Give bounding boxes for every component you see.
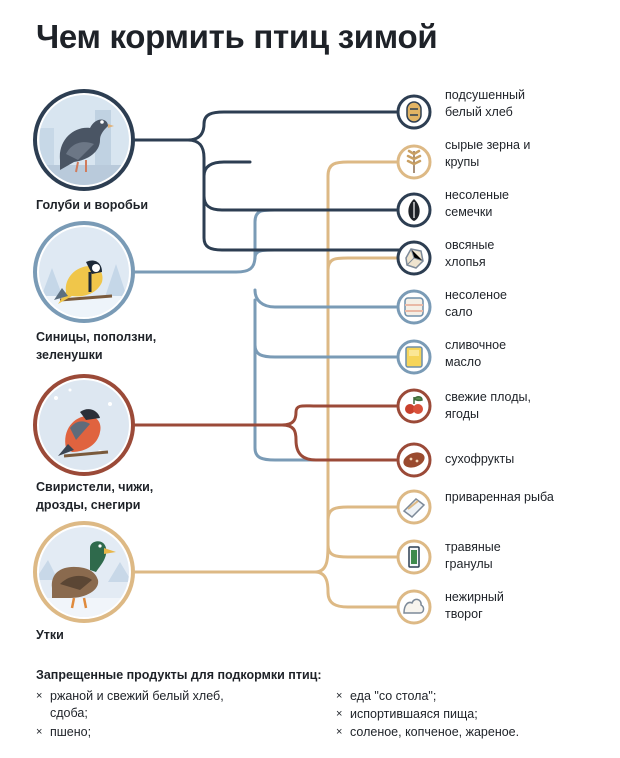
food-label-seeds: несоленые семечки (445, 188, 510, 219)
duck-connections (127, 160, 410, 609)
food-label-dried: сухофрукты (445, 452, 515, 466)
page-title: Чем кормить птиц зимой (36, 18, 438, 55)
sunflower-seed-icon (396, 192, 432, 228)
wheat-icon (396, 144, 432, 180)
bird-label-pigeon: Голуби и воробьи (36, 198, 149, 212)
food-label-bread: подсушенный белый хлеб (445, 88, 525, 119)
food-label-berries: свежие плоды, ягоды (445, 390, 531, 421)
forbidden-item: ×пшено; (36, 725, 92, 739)
forbidden-item: ×ржаной и свежий белый хлеб, сдоба; (36, 689, 224, 720)
butter-icon (396, 339, 432, 375)
pigeon-connections (127, 110, 410, 252)
forbidden-title: Запрещенные продукты для подкормки птиц: (36, 668, 322, 682)
forbidden-item: ×соленое, копченое, жареное. (336, 725, 520, 739)
bird-label-bullfinch: Свиристели, чижи, дрозды, снегири (36, 480, 154, 512)
forbidden-item: ×еда "со стола"; (336, 689, 437, 703)
berries-icon (396, 388, 432, 424)
duck-illustration (33, 521, 135, 623)
oat-flakes-icon (396, 240, 432, 276)
bullfinch-illustration (33, 374, 135, 476)
food-label-grain: сырые зерна и крупы (445, 138, 531, 169)
bullfinch-connections (127, 404, 410, 462)
forbidden-item: ×испортившаяся пища; (336, 707, 478, 721)
lard-icon (396, 289, 432, 325)
pellets-icon (396, 539, 432, 575)
food-label-pellets: травяные гранулы (445, 540, 501, 571)
bread-icon (396, 94, 432, 130)
food-label-butter: сливочное масло (445, 338, 507, 369)
fish-icon (396, 489, 432, 525)
tit-illustration (33, 221, 135, 323)
pigeon-illustration (33, 89, 135, 191)
dried-fruit-icon (396, 442, 432, 478)
cottage-cheese-icon (396, 589, 432, 625)
bird-label-duck: Утки (36, 628, 64, 642)
food-label-oats: овсяные хлопья (445, 238, 495, 269)
food-label-cottage: нежирный творог (445, 590, 504, 621)
bird-label-tit: Синицы, поползни, зеленушки (36, 330, 157, 362)
food-label-fish: приваренная рыба (445, 490, 554, 504)
food-label-lard: несоленое сало (445, 288, 507, 319)
